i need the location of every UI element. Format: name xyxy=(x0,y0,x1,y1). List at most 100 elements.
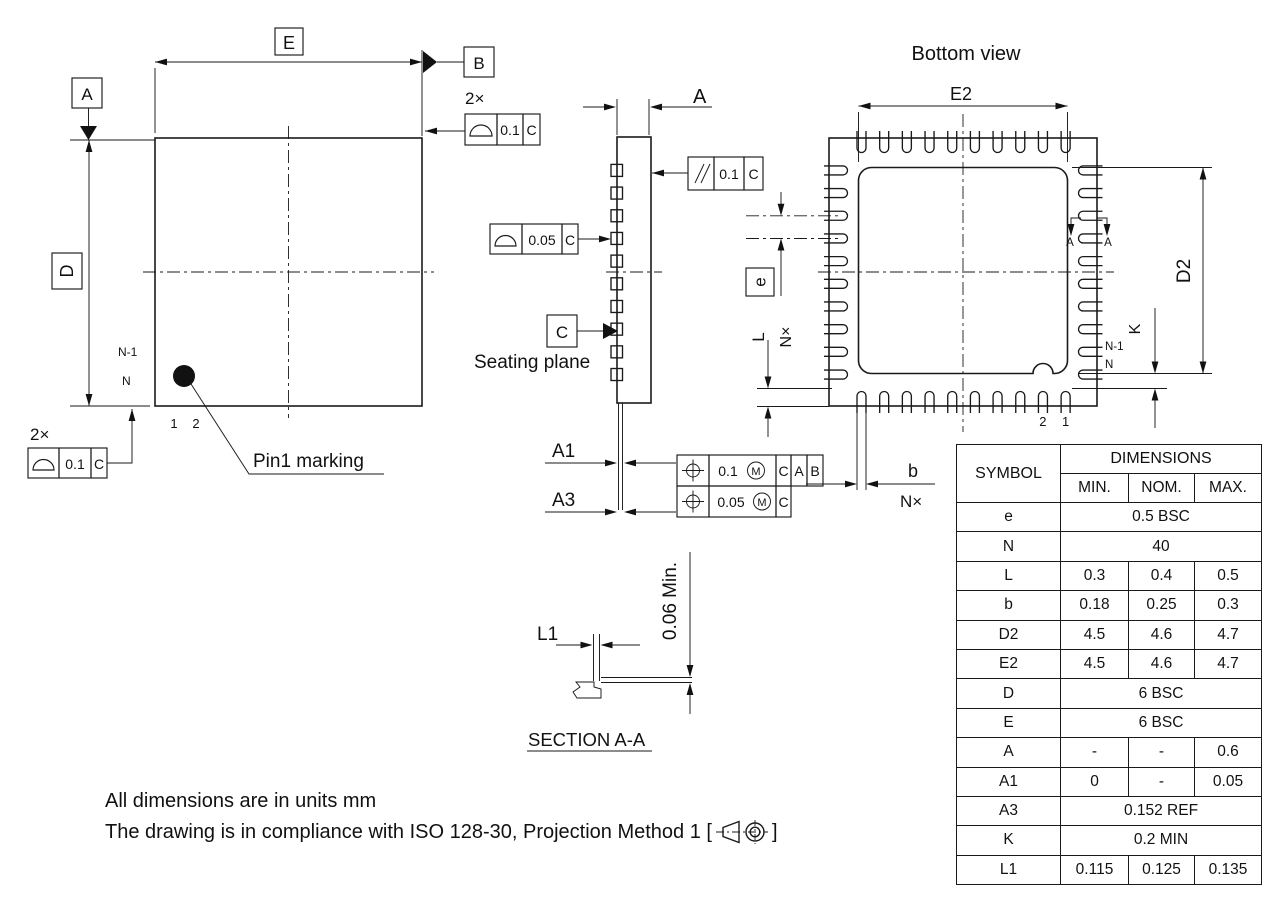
fcf-parallelism: 0.1 C xyxy=(652,156,764,191)
nom-cell: 0.125 xyxy=(1128,854,1195,886)
pin-label-2: 2 xyxy=(1039,414,1046,429)
table-header-symbol: SYMBOL xyxy=(956,444,1061,503)
min-cell: - xyxy=(1060,737,1129,768)
symbol-cell: K xyxy=(956,825,1061,856)
value-cell: 0.5 BSC xyxy=(1059,501,1263,533)
bottom-view-title: Bottom view xyxy=(912,43,1021,65)
fcf-tolerance: 0.1 xyxy=(718,463,738,479)
dim-D2-label: D2 xyxy=(1174,259,1195,283)
side-view: A A1 A3 0.1 C xyxy=(474,86,824,518)
dim-006min-label: 0.06 Min. xyxy=(660,562,681,640)
arrowhead-icon xyxy=(599,235,611,243)
symbol-cell: D xyxy=(956,678,1061,709)
arrowhead-icon xyxy=(764,376,772,389)
min-cell: 4.5 xyxy=(1060,619,1129,650)
pad xyxy=(1015,131,1026,154)
pad xyxy=(901,390,913,413)
value-cell: 6 BSC xyxy=(1059,707,1263,739)
nom-cell: 0.25 xyxy=(1128,590,1195,621)
bottom-view: Bottom view E2 D2 K e L N× xyxy=(745,43,1212,511)
profile-surface-icon xyxy=(32,459,55,471)
pad xyxy=(947,390,958,413)
arrowhead-icon xyxy=(1055,102,1068,110)
arrowhead-icon xyxy=(1199,361,1207,374)
fcf-datum: C xyxy=(526,122,536,138)
fcf-tolerance: 0.1 xyxy=(65,456,85,472)
table-row: E 6 BSC xyxy=(956,707,1263,739)
symbol-cell: L xyxy=(956,560,1061,592)
symbol-cell: A1 xyxy=(956,766,1061,797)
arrowhead-icon xyxy=(600,641,613,649)
fcf-datum-1: C xyxy=(778,463,788,479)
max-cell: 0.05 xyxy=(1193,766,1263,797)
table-row: D2 4.5 4.6 4.7 xyxy=(956,619,1263,650)
dimensions-table: SYMBOL DIMENSIONS MIN. NOM. MAX. e 0.5 B… xyxy=(956,444,1263,886)
pad xyxy=(1037,390,1049,413)
lead-stub xyxy=(610,277,624,291)
pad xyxy=(1077,255,1103,267)
pin-label-n-1: N-1 xyxy=(118,345,138,359)
max-cell: 0.5 xyxy=(1193,560,1263,592)
section-mark-a-left: A xyxy=(1066,237,1074,249)
datum-C-triangle xyxy=(603,323,618,339)
symbol-cell: b xyxy=(956,590,1061,621)
min-cell: 0.18 xyxy=(1060,590,1129,621)
lead-stub xyxy=(610,163,624,178)
pad xyxy=(824,323,849,335)
min-cell: 4.5 xyxy=(1060,648,1129,680)
arrowhead-icon xyxy=(624,508,636,516)
pad xyxy=(924,131,935,154)
fcf-datum: C xyxy=(748,166,758,182)
min-cell: 0 xyxy=(1060,766,1129,797)
symbol-cell: D2 xyxy=(956,619,1061,650)
position-icon xyxy=(682,459,704,513)
table-header-nom: NOM. xyxy=(1128,473,1195,503)
symbol-cell: e xyxy=(956,501,1061,533)
fcf-datum: C xyxy=(565,232,575,248)
pin-label-2: 2 xyxy=(192,416,199,431)
lead-stub xyxy=(610,254,624,268)
lead-stub xyxy=(610,345,624,359)
table-row: A - - 0.6 xyxy=(956,737,1263,768)
seating-plane-label: Seating plane xyxy=(474,352,590,373)
note-projection: The drawing is in compliance with ISO 12… xyxy=(105,816,778,848)
dim-L1-label: L1 xyxy=(537,624,558,645)
fcf-tolerance: 0.05 xyxy=(528,232,555,248)
pin1-marking-label: Pin1 marking xyxy=(253,451,364,472)
pad xyxy=(856,390,867,413)
pad xyxy=(992,131,1003,154)
side-body-outline xyxy=(616,136,652,404)
bottom-view-pads xyxy=(824,131,1103,413)
dim-D-label: D xyxy=(57,265,77,278)
arrowhead-icon xyxy=(764,406,772,419)
dim-e-box xyxy=(745,267,775,297)
profile-surface-icon xyxy=(469,124,493,137)
fcf-profile-01-topright: 0.1 C xyxy=(425,113,541,146)
datum-B-box xyxy=(463,46,495,78)
fcf-position: 0.1 M C A B 0.05 M C xyxy=(676,454,824,518)
section-aa-view: L1 0.06 Min. SECTION A-A xyxy=(527,552,692,752)
lead-cross-section xyxy=(572,681,602,699)
arrowhead-icon xyxy=(128,409,136,421)
dim-E-box xyxy=(274,27,304,56)
mmc-modifier-icon xyxy=(753,492,771,511)
pin-label-n: N xyxy=(122,374,131,388)
lead-stub xyxy=(610,209,624,223)
dim-A3-label: A3 xyxy=(552,490,575,511)
dim-L-label: L xyxy=(749,332,768,341)
fcf-tolerance: 0.1 xyxy=(719,166,739,182)
arrowhead-icon xyxy=(85,394,93,406)
nom-cell: 4.6 xyxy=(1128,648,1195,680)
datum-C-label: C xyxy=(556,323,568,342)
fcf-datum-2: A xyxy=(794,463,804,479)
arrowhead-icon xyxy=(604,103,616,111)
pad xyxy=(992,390,1003,413)
arrowhead-icon xyxy=(858,102,871,110)
first-angle-projection-icon xyxy=(715,820,768,844)
pad xyxy=(1077,233,1103,244)
fcf-tolerance: 0.05 xyxy=(717,494,744,510)
mmc-modifier-icon xyxy=(747,461,765,480)
arrowhead-icon xyxy=(1151,361,1159,374)
dim-K-label: K xyxy=(1127,323,1144,334)
